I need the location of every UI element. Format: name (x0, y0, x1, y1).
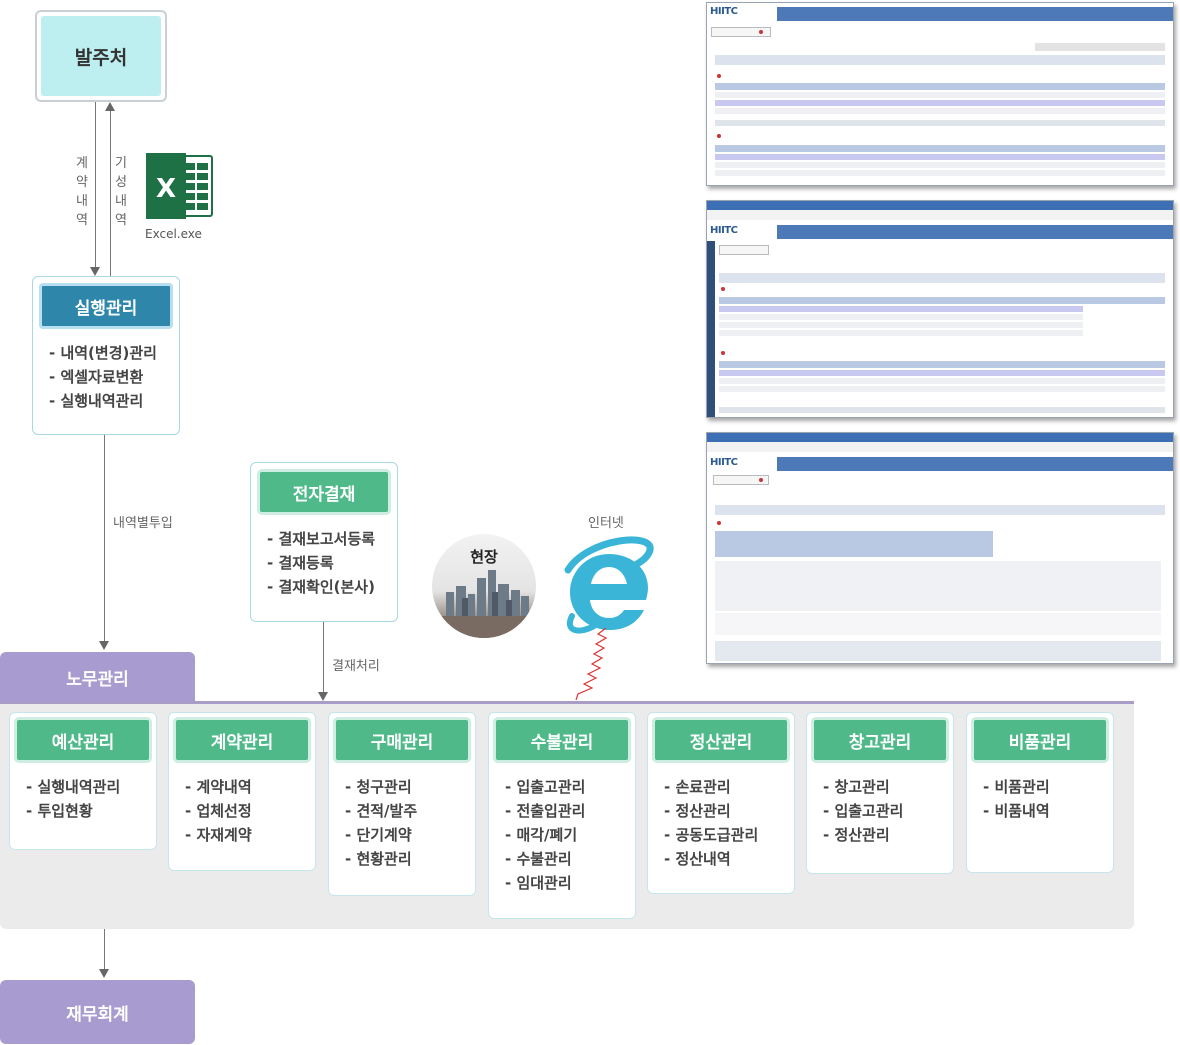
list-item: - 결재확인(본사) (267, 578, 375, 596)
module-warehouse: 창고관리 - 창고관리 - 입출고관리 - 정산관리 (806, 712, 954, 874)
module-list: - 청구관리 - 견적/발주 - 단기계약 - 현황관리 (345, 775, 417, 871)
module-inventory: 수불관리 - 입출고관리 - 전출입관리 - 매각/폐기 - 수불관리 - 임대… (488, 712, 636, 919)
list-item: - 청구관리 (345, 778, 412, 796)
screenshot-thumbnail: HIITC (706, 200, 1174, 418)
module-title: 창고관리 (811, 717, 949, 763)
contract-arrow-line (95, 102, 96, 269)
list-item: - 자재계약 (185, 826, 252, 844)
screenshot-thumbnail: HIITC (706, 432, 1174, 664)
approval-flow-label: 결재처리 (332, 659, 380, 674)
module-list: - 입출고관리 - 전출입관리 - 매각/폐기 - 수불관리 - 임대관리 (505, 775, 585, 895)
module-title: 수불관리 (493, 717, 631, 763)
approval-card: 전자결재 - 결재보고서등록 - 결재등록 - 결재확인(본사) (250, 462, 398, 622)
list-item: - 투입현황 (26, 802, 93, 820)
execution-card: 실행관리 - 내역(변경)관리 - 엑셀자료변환 - 실행내역관리 (32, 276, 180, 435)
list-item: - 매각/폐기 (505, 826, 578, 844)
progress-arrow-line (110, 110, 111, 276)
site-label: 현장 (470, 548, 498, 566)
labor-divider (0, 701, 1134, 704)
list-item: - 단기계약 (345, 826, 412, 844)
list-item: - 견적/발주 (345, 802, 418, 820)
svg-text:X: X (156, 174, 176, 204)
approval-title: 전자결재 (257, 469, 391, 515)
list-item: - 결재등록 (267, 554, 334, 572)
module-title: 계약관리 (173, 717, 311, 763)
execution-list: - 내역(변경)관리 - 엑셀자료변환 - 실행내역관리 (49, 341, 157, 413)
list-item: - 임대관리 (505, 874, 572, 892)
list-item: - 수불관리 (505, 850, 572, 868)
module-title: 비품관리 (971, 717, 1109, 763)
list-item: - 입출고관리 (505, 778, 586, 796)
approval-arrowhead (318, 692, 328, 701)
excel-caption: Excel.exe (145, 227, 202, 241)
input-arrow-line (104, 435, 105, 643)
module-title: 예산관리 (14, 717, 152, 763)
finance-arrow-line (104, 929, 105, 971)
module-list: - 비품관리 - 비품내역 (983, 775, 1050, 823)
module-contract: 계약관리 - 계약내역 - 업체선정 - 자재계약 (168, 712, 316, 871)
input-flow-label: 내역별투입 (113, 516, 173, 531)
module-list: - 계약내역 - 업체선정 - 자재계약 (185, 775, 252, 847)
module-title: 정산관리 (652, 717, 790, 763)
list-item: - 정산관리 (664, 802, 731, 820)
execution-title: 실행관리 (39, 283, 173, 329)
list-item: - 결재보고서등록 (267, 530, 376, 548)
module-budget: 예산관리 - 실행내역관리 - 투입현황 (9, 712, 157, 850)
progress-arrowhead (105, 102, 115, 111)
internet-label: 인터넷 (588, 516, 624, 531)
screenshot-thumbnail: HIITC (706, 2, 1174, 186)
module-title: 구매관리 (333, 717, 471, 763)
finance-arrowhead (99, 969, 109, 978)
module-list: - 창고관리 - 입출고관리 - 정산관리 (823, 775, 903, 847)
module-list: - 손료관리 - 정산관리 - 공동도급관리 - 정산내역 (664, 775, 758, 871)
input-arrowhead (99, 641, 109, 650)
list-item: - 현황관리 (345, 850, 412, 868)
list-item: - 계약내역 (185, 778, 252, 796)
labor-tab: 노무관리 (0, 652, 195, 703)
list-item: - 엑셀자료변환 (49, 368, 144, 386)
list-item: - 손료관리 (664, 778, 731, 796)
screenshot-logo: HIITC (710, 457, 738, 468)
contract-arrowhead (90, 267, 100, 276)
list-item: - 정산내역 (664, 850, 731, 868)
list-item: - 비품내역 (983, 802, 1050, 820)
contract-history-label: 계약내역 (76, 156, 88, 228)
internet-explorer-icon (558, 536, 660, 634)
list-item: - 공동도급관리 (664, 826, 759, 844)
approval-arrow-line (323, 622, 324, 693)
list-item: - 내역(변경)관리 (49, 344, 157, 362)
screenshot-logo: HIITC (710, 225, 738, 236)
list-item: - 비품관리 (983, 778, 1050, 796)
client-label: 발주처 (41, 16, 161, 96)
screenshot-logo: HIITC (710, 6, 738, 17)
list-item: - 전출입관리 (505, 802, 586, 820)
site-photo: 현장 (432, 534, 536, 638)
module-settlement: 정산관리 - 손료관리 - 정산관리 - 공동도급관리 - 정산내역 (647, 712, 795, 894)
module-list: - 실행내역관리 - 투입현황 (26, 775, 120, 823)
list-item: - 실행내역관리 (26, 778, 121, 796)
module-equipment: 비품관리 - 비품관리 - 비품내역 (966, 712, 1114, 873)
list-item: - 업체선정 (185, 802, 252, 820)
list-item: - 창고관리 (823, 778, 890, 796)
client-box: 발주처 (35, 10, 167, 102)
progress-history-label: 기성내역 (115, 156, 127, 228)
list-item: - 정산관리 (823, 826, 890, 844)
module-purchase: 구매관리 - 청구관리 - 견적/발주 - 단기계약 - 현황관리 (328, 712, 476, 896)
list-item: - 입출고관리 (823, 802, 904, 820)
list-item: - 실행내역관리 (49, 392, 144, 410)
approval-list: - 결재보고서등록 - 결재등록 - 결재확인(본사) (267, 527, 375, 599)
internet-connection-zigzag (575, 628, 608, 700)
finance-box: 재무회계 (0, 980, 195, 1044)
excel-icon: X (144, 153, 214, 219)
